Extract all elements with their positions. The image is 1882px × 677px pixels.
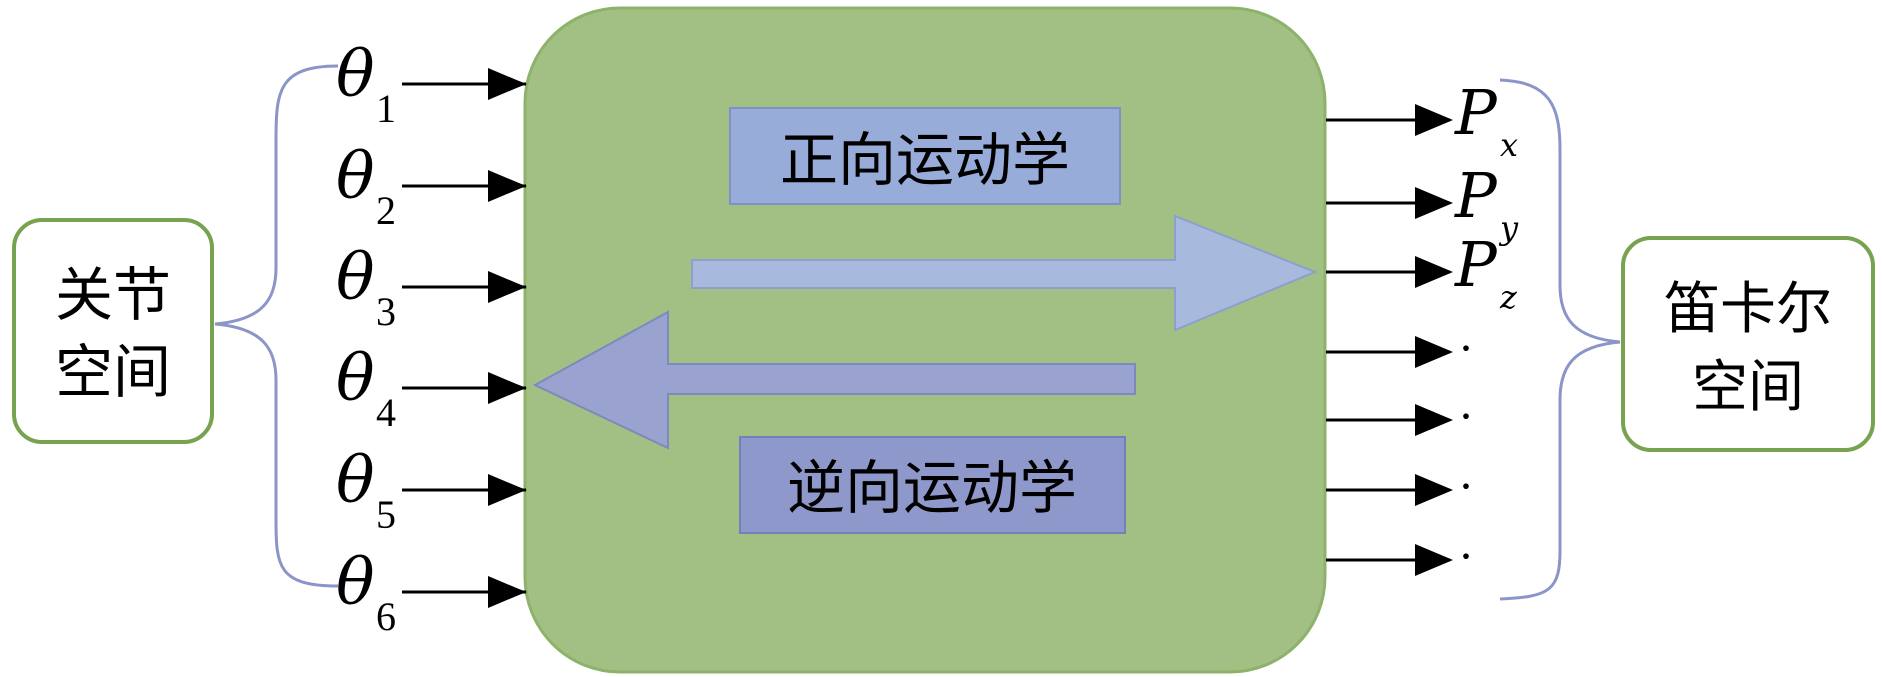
cartesian-output-5: · bbox=[1326, 390, 1474, 443]
position-subscript: z bbox=[1499, 278, 1518, 316]
output-arrowhead bbox=[1415, 336, 1453, 368]
input-arrowhead bbox=[488, 271, 526, 303]
position-subscript: y bbox=[1498, 209, 1519, 247]
cartesian-output-4: · bbox=[1326, 322, 1474, 375]
continuation-dot: · bbox=[1458, 322, 1474, 375]
joint-space-line1: 关节 bbox=[55, 261, 171, 329]
position-symbol: P bbox=[1454, 159, 1498, 232]
input-arrowhead bbox=[488, 474, 526, 506]
cartesian-space-box: 笛卡尔 空间 bbox=[1621, 236, 1875, 452]
continuation-dot: · bbox=[1458, 460, 1474, 513]
output-arrowhead bbox=[1415, 256, 1453, 288]
continuation-dot: · bbox=[1458, 530, 1474, 583]
joint-angle-subscript: 4 bbox=[376, 390, 396, 435]
joint-angle-symbol: θ bbox=[336, 241, 375, 315]
cartesian-output-7: · bbox=[1326, 530, 1474, 583]
joint-angle-subscript: 5 bbox=[376, 492, 396, 537]
cartesian-space-line1: 笛卡尔 bbox=[1664, 277, 1832, 342]
input-arrowhead bbox=[488, 68, 526, 100]
joint-space-line2: 空间 bbox=[55, 338, 171, 406]
position-symbol: P bbox=[1454, 228, 1498, 301]
joint-angle-subscript: 2 bbox=[376, 188, 396, 233]
cartesian-output-6: · bbox=[1326, 460, 1474, 513]
output-arrowhead bbox=[1415, 544, 1453, 576]
joint-angle-subscript: 1 bbox=[376, 86, 396, 131]
joint-angle-subscript: 6 bbox=[376, 594, 396, 639]
output-arrowhead bbox=[1415, 187, 1453, 219]
position-symbol: P bbox=[1454, 76, 1498, 149]
left-brace bbox=[214, 64, 339, 588]
joint-angle-symbol: θ bbox=[336, 444, 375, 518]
forward-kinematics-label-box bbox=[729, 107, 1121, 205]
position-subscript: x bbox=[1500, 126, 1518, 164]
inverse-kinematics-label-box bbox=[739, 436, 1126, 534]
input-arrowhead bbox=[488, 372, 526, 404]
cartesian-space-line2: 空间 bbox=[1692, 355, 1804, 420]
output-arrowhead bbox=[1415, 404, 1453, 436]
output-arrowhead bbox=[1415, 104, 1453, 136]
right-brace bbox=[1499, 78, 1621, 601]
joint-angle-subscript: 3 bbox=[376, 289, 396, 334]
joint-angle-symbol: θ bbox=[336, 140, 375, 214]
joint-angle-symbol: θ bbox=[336, 546, 375, 620]
inverse-kinematics-label: 逆向运动学 bbox=[787, 454, 1077, 522]
joint-angle-symbol: θ bbox=[336, 38, 375, 112]
forward-kinematics-arrow bbox=[691, 214, 1318, 332]
input-arrowhead bbox=[488, 170, 526, 202]
joint-angle-symbol: θ bbox=[336, 342, 375, 416]
continuation-dot: · bbox=[1458, 390, 1474, 443]
inverse-kinematics-arrow bbox=[532, 310, 1136, 450]
joint-space-box: 关节 空间 bbox=[12, 218, 214, 444]
input-arrowhead bbox=[488, 576, 526, 608]
forward-kinematics-label: 正向运动学 bbox=[780, 126, 1070, 194]
output-arrowhead bbox=[1415, 474, 1453, 506]
